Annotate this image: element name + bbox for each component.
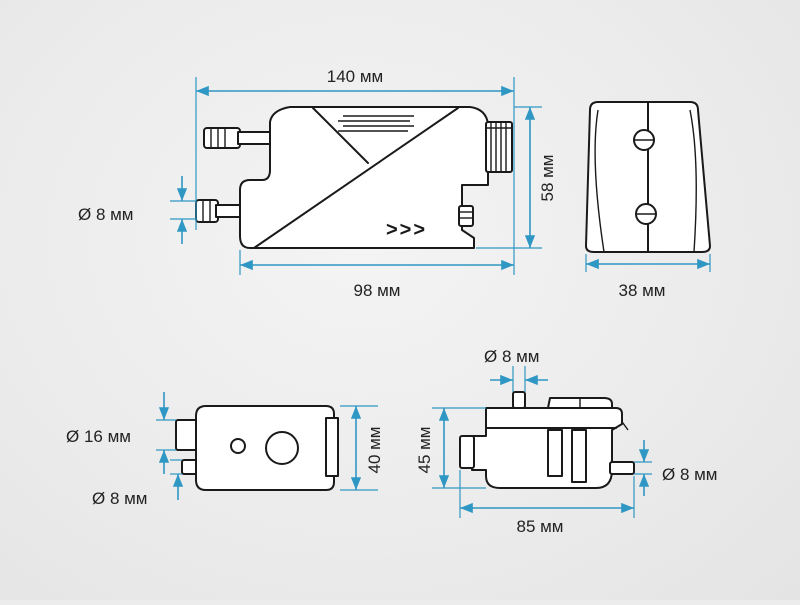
top-view: Ø 16 мм Ø 8 мм 40 мм [66, 392, 384, 508]
dim-label-85: 85 мм [516, 517, 563, 536]
dim-label-outlet: Ø 8 мм [662, 465, 718, 484]
dim-label-top-port: Ø 8 мм [484, 347, 540, 366]
front-right-outlet [609, 461, 635, 475]
dim-label-inlet: Ø 8 мм [78, 205, 134, 224]
vent-slots [338, 115, 414, 132]
threaded-outlet [485, 121, 513, 173]
lower-inlet-tube [195, 199, 241, 223]
front-view: Ø 8 мм Ø 8 мм 45 мм 85 мм [415, 347, 718, 536]
dim-label-58: 58 мм [538, 154, 557, 201]
dim-label-small-inlet: Ø 8 мм [92, 489, 148, 508]
front-left-inlet [459, 435, 475, 469]
front-top-port [512, 391, 526, 409]
side-body [239, 106, 489, 249]
top-round-cover [265, 431, 299, 465]
small-nozzle [458, 205, 474, 227]
top-small-hole [230, 438, 246, 454]
end-view: 38 мм [585, 101, 711, 300]
dim-label-98: 98 мм [353, 281, 400, 300]
dim-label-45: 45 мм [415, 426, 434, 473]
dim-label-140: 140 мм [327, 67, 383, 86]
side-view: >>> 140 мм 98 мм 58 мм [78, 67, 557, 300]
dim-label-38: 38 мм [618, 281, 665, 300]
dim-label-16: Ø 16 мм [66, 427, 131, 446]
dim-label-40: 40 мм [365, 426, 384, 473]
upper-inlet-tube [203, 127, 271, 149]
flow-arrows: >>> [386, 219, 427, 241]
